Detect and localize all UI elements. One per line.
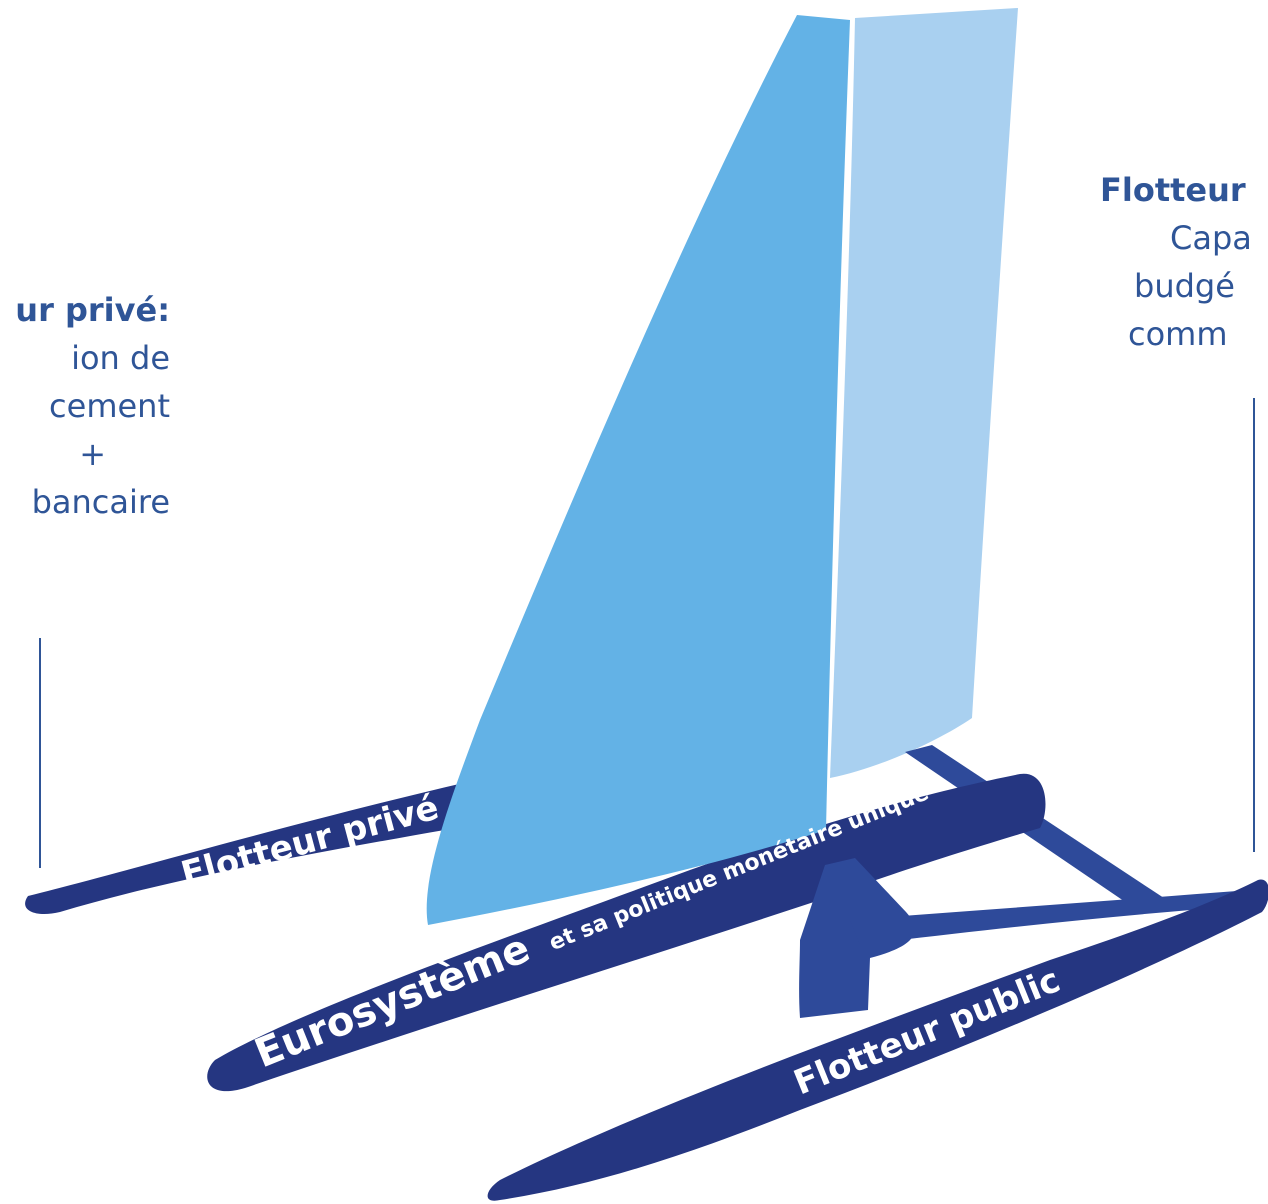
private-float-heading: ur privé: — [15, 291, 170, 329]
private-float-description: ur privé: ion de cement + bancaire — [15, 286, 170, 526]
hull-private — [25, 770, 528, 915]
public-float-line-2: budgé — [1134, 267, 1235, 305]
public-float-description: Flotteur Capa budgé comm — [1100, 166, 1252, 358]
hull-private-label: Flotteur privé — [177, 788, 443, 895]
crossbar-front — [799, 858, 915, 1018]
public-float-line-3: comm — [1128, 315, 1228, 353]
private-float-line-1: ion de — [71, 339, 170, 377]
hull-public — [487, 879, 1268, 1201]
public-float-heading: Flotteur — [1100, 171, 1246, 209]
back-sail — [830, 8, 1018, 778]
public-float-line-1: Capa — [1170, 219, 1252, 257]
private-float-line-2: cement — [49, 387, 170, 425]
private-float-line-4: bancaire — [31, 483, 170, 521]
hull-center — [207, 773, 1046, 1092]
private-float-line-3: + — [79, 435, 107, 473]
crossbar-lateral — [850, 890, 1252, 945]
front-sail — [426, 15, 850, 925]
